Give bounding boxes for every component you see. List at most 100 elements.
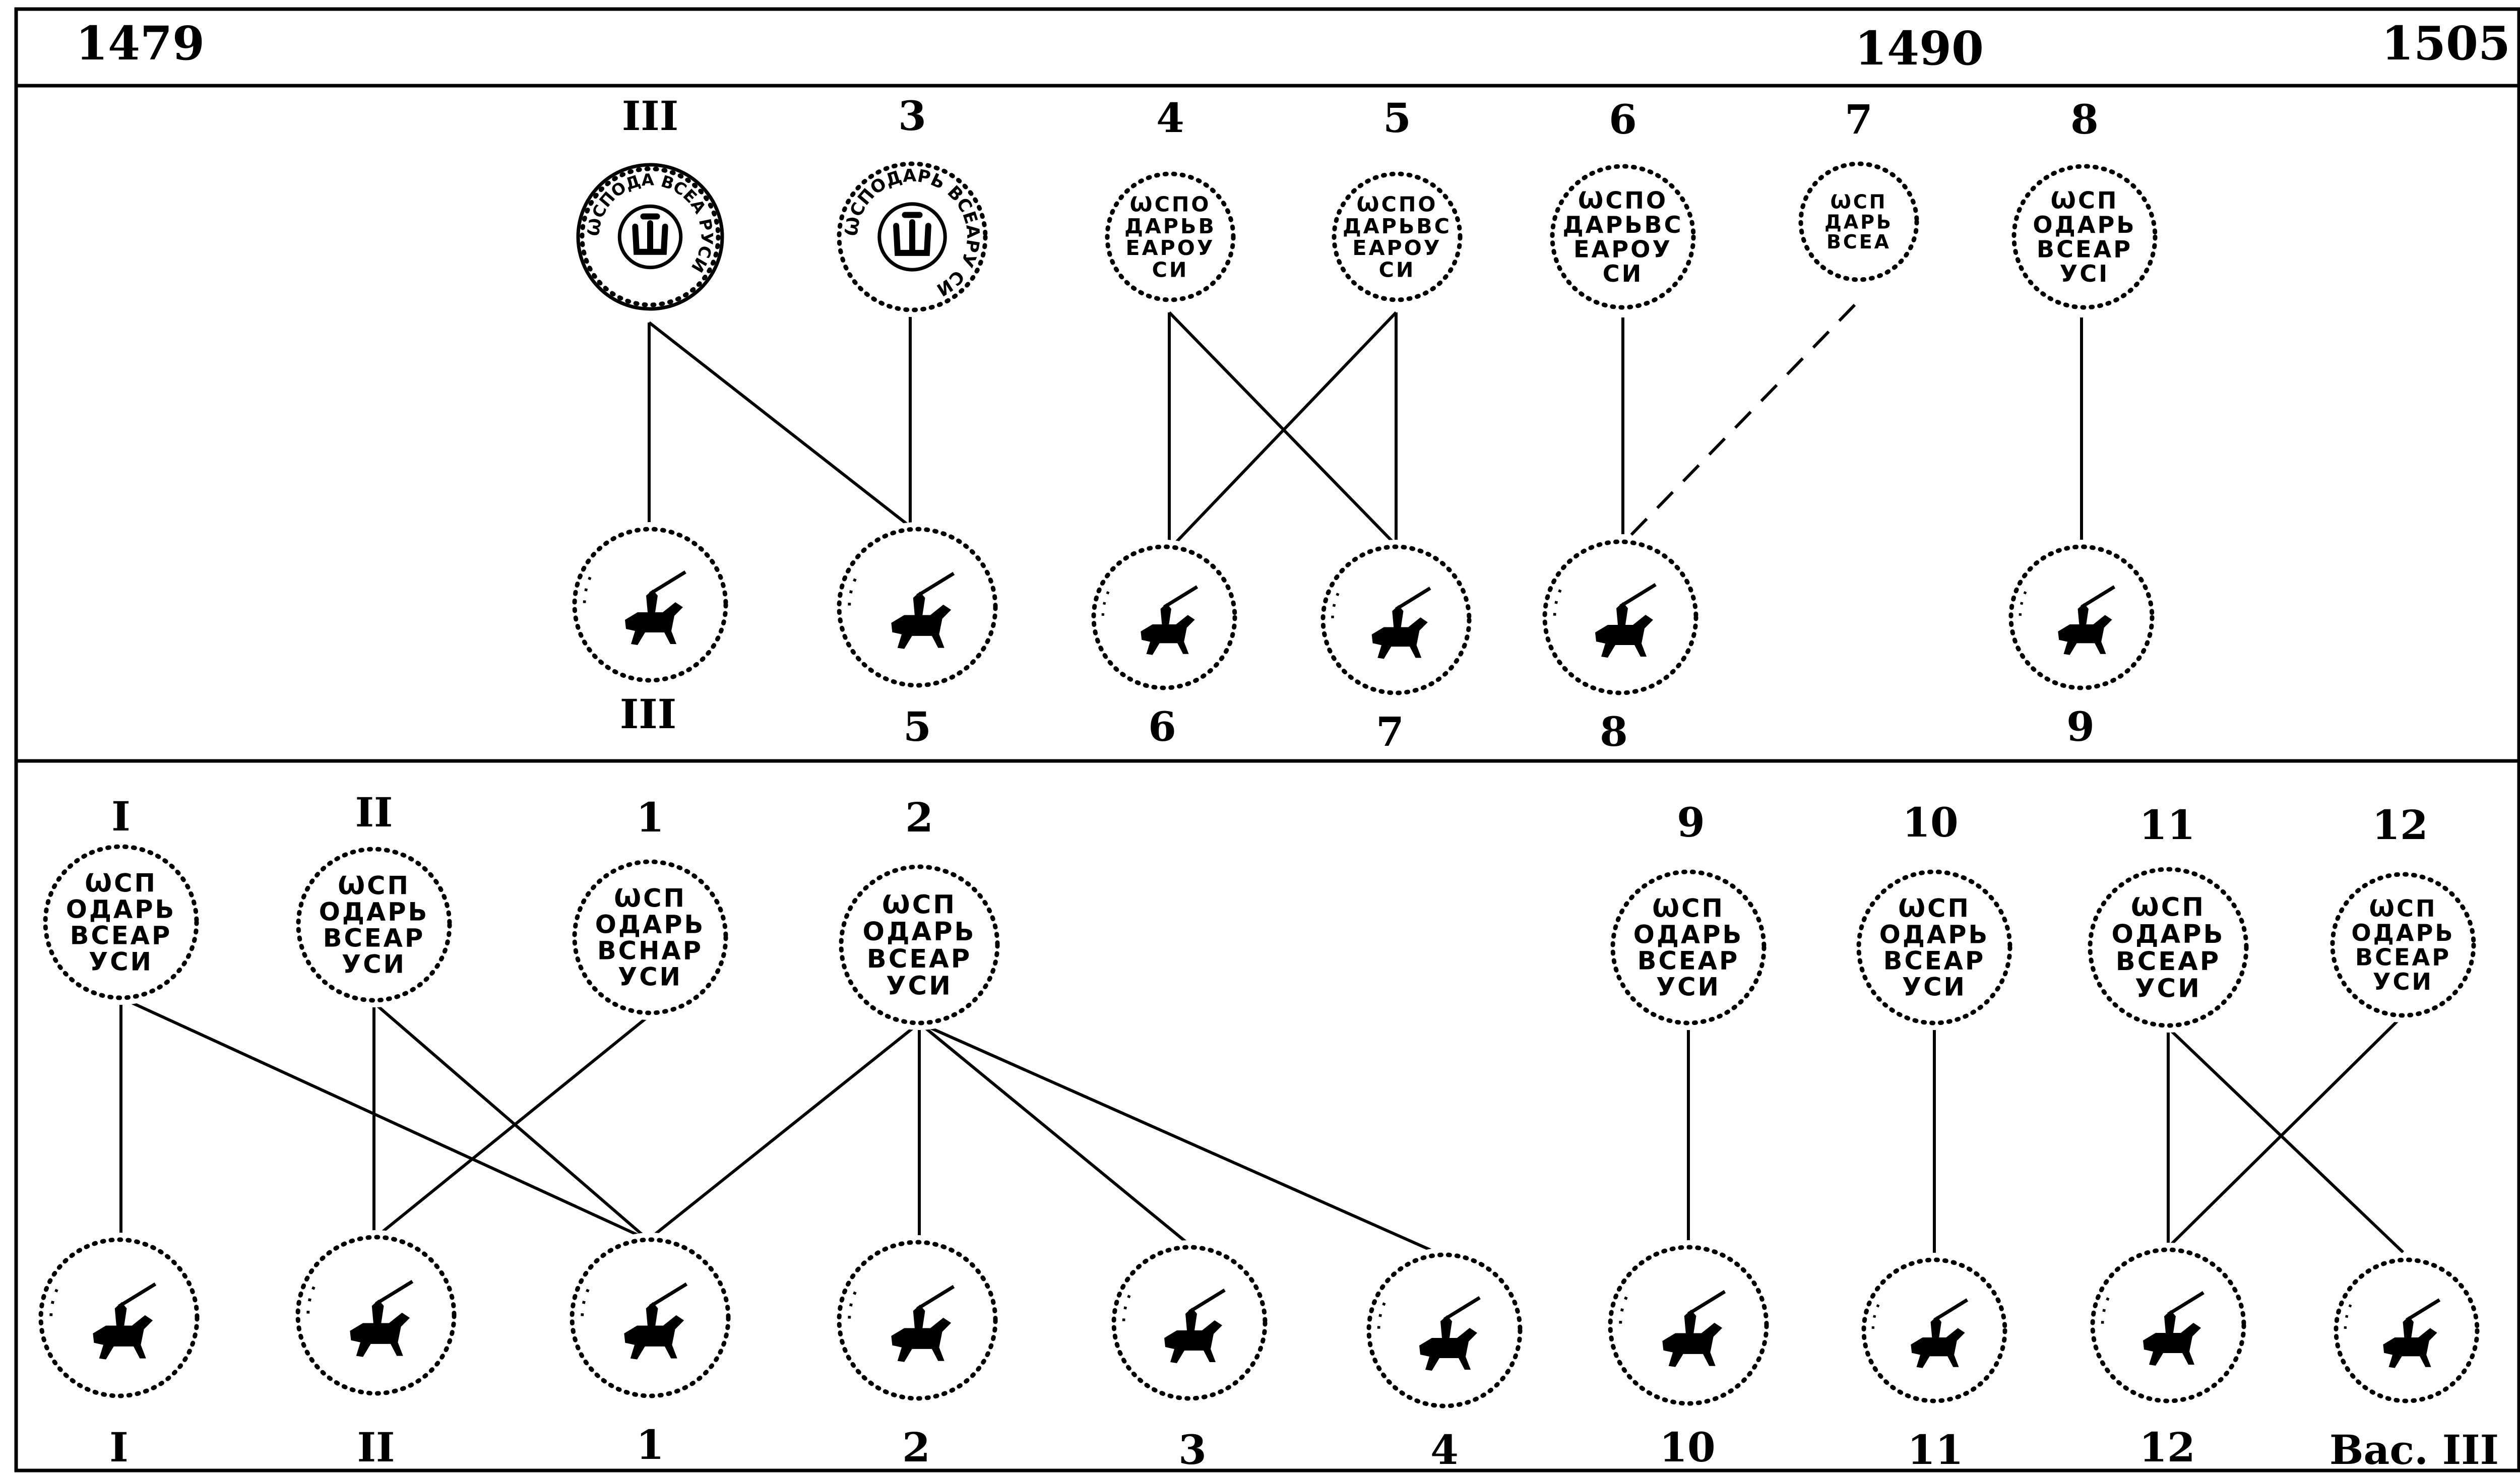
label-lower-obv-11: 11 <box>2139 801 2195 849</box>
coin-legend-line: ѠСП <box>614 883 686 913</box>
coin-legend-line: УСИ <box>1656 972 1721 1001</box>
coin-dotted-rim <box>572 859 728 1015</box>
coin-legend-line: ѠСП <box>2050 186 2118 214</box>
coin-legend-line: УСИ <box>886 971 953 1001</box>
coin-dotted-rim <box>839 864 1000 1026</box>
rider-sword <box>118 1282 157 1308</box>
coin-dotted-rim <box>2090 1247 2246 1403</box>
horse-silhouette <box>1371 617 1428 659</box>
coin-bg <box>1327 167 1467 307</box>
rider-silhouette <box>371 1300 384 1323</box>
rider-silhouette <box>646 590 658 612</box>
coin-legend-line: ДАРЬВ <box>1124 214 1216 238</box>
coin-legend-line: ѠСП <box>1898 893 1971 923</box>
rider-sword <box>1687 1290 1726 1316</box>
coin-lower-rev-2: · · · <box>832 1235 1002 1405</box>
coin-dotted-rim <box>2330 872 2476 1018</box>
coin-dotted-rim <box>1798 161 1919 282</box>
coin-lower-rev-1: · · · <box>565 1233 735 1403</box>
lower-obverse-coins: ѠСПОДАРЬВСЕАРУСИѠСПОДАРЬВСЕАРУСИѠСПОДАРЬ… <box>38 840 2481 1033</box>
coin-legend-line: ОДАРЬ <box>2111 920 2225 949</box>
coin-dotted-rim <box>1366 1252 1523 1408</box>
label-upper-obv-7: 7 <box>1845 96 1873 143</box>
coin-bg <box>38 840 204 1005</box>
rider-sword <box>375 1279 414 1306</box>
coin-legend-line: ЕАРОУ <box>1125 236 1215 260</box>
rider-silhouette <box>913 592 925 615</box>
rider-sword <box>1395 587 1431 611</box>
rider-sword <box>2081 585 2116 609</box>
rider-silhouette <box>114 1302 127 1326</box>
horse-silhouette <box>2058 615 2112 655</box>
coin-dotted-rim <box>1861 1257 2007 1403</box>
coin-legend-line: ВСЕАР <box>70 921 172 950</box>
upper-obverse-labels: III 3 4 5 6 7 8 <box>622 92 2099 143</box>
year-1490: 1490 <box>1855 21 1984 76</box>
coin-dotted-rim <box>1856 869 2012 1026</box>
horse-silhouette <box>624 1315 684 1360</box>
monogram-glyph <box>632 213 668 255</box>
lower-connectors <box>119 996 2405 1257</box>
coin-upper-obv-III: ѠСПОДА ВСЕА РУСИ <box>575 162 725 312</box>
coin-legend-line: ВСНАР <box>597 936 703 965</box>
label-lower-obv-12: 12 <box>2372 801 2428 849</box>
coin-upper-rev-9: · · · <box>2004 540 2159 695</box>
link-upper-7-8-dashed <box>1626 303 1856 540</box>
coin-dotted-rim <box>837 161 988 312</box>
coin-dotted-rim <box>1320 544 1472 695</box>
coin-dotted-rim <box>296 847 452 1003</box>
coin-legend-line: ОДАРЬ <box>1633 920 1743 949</box>
coin-legend-line: ДАРЬ <box>1824 211 1893 233</box>
coin-legend-line: СИ <box>1152 258 1189 282</box>
coin-bg <box>834 860 1004 1030</box>
year-1505: 1505 <box>2381 16 2510 71</box>
coin-lower-rev-3: · · · <box>1107 1240 1272 1405</box>
link-lower-2-4 <box>918 1021 1442 1256</box>
coin-dotted-rim <box>43 844 199 1000</box>
label-lower-obv-2: 2 <box>905 794 933 841</box>
coin-legend-line: ѠСПО <box>1357 192 1438 216</box>
horse-silhouette <box>1141 615 1195 655</box>
link-lower-I-1 <box>120 996 649 1241</box>
label-upper-rev-9: 9 <box>2066 703 2095 750</box>
coin-lower-rev-4: · · · <box>1362 1248 1527 1413</box>
coin-dotted-rim <box>1332 171 1463 302</box>
rider-silhouette <box>1160 603 1171 624</box>
coin-dotted-rim <box>1610 869 1767 1026</box>
lower-reverse-coins: · · ·· · ·· · ·· · ·· · ·· · ·· · ·· · ·… <box>34 1230 2484 1413</box>
coin-dotted-rim <box>1111 1245 1268 1401</box>
rider-sword <box>1163 585 1199 609</box>
coin-dotted-rim <box>2008 544 2155 690</box>
coin-legend-line: ДАРЬВС <box>1343 214 1452 238</box>
coin-legend-line: ЕАРОУ <box>1352 236 1441 260</box>
lower-obverse-labels: I II 1 2 9 10 11 12 <box>111 789 2428 849</box>
label-upper-obv-3: 3 <box>898 92 926 140</box>
rider-silhouette <box>1185 1308 1197 1330</box>
label-lower-rev-11: 11 <box>1907 1426 1963 1473</box>
label-lower-obv-1: 1 <box>636 794 664 841</box>
link-upper-5-6 <box>1168 311 1398 551</box>
coin-legend-line: ОДАРЬ <box>595 910 705 939</box>
coin-upper-rev-5: · · · <box>832 522 1002 692</box>
lower-reverse-labels: I II 1 2 3 4 10 11 12 Вас. III <box>109 1421 2499 1473</box>
coin-upper-rev-6: · · · <box>1087 540 1242 695</box>
label-lower-rev-4: 4 <box>1430 1426 1459 1473</box>
label-upper-obv-III: III <box>622 92 678 140</box>
coin-legend-line: УСИ <box>1902 972 1967 1001</box>
coin-legend-line: ДАРЬВС <box>1562 211 1683 238</box>
coin-bg <box>291 842 457 1007</box>
rider-sword <box>649 1282 688 1308</box>
coin-dotted-rim <box>837 1240 998 1401</box>
horse-silhouette <box>350 1312 410 1357</box>
horse-silhouette <box>1419 1328 1477 1371</box>
label-lower-obv-10: 10 <box>1902 799 1958 846</box>
